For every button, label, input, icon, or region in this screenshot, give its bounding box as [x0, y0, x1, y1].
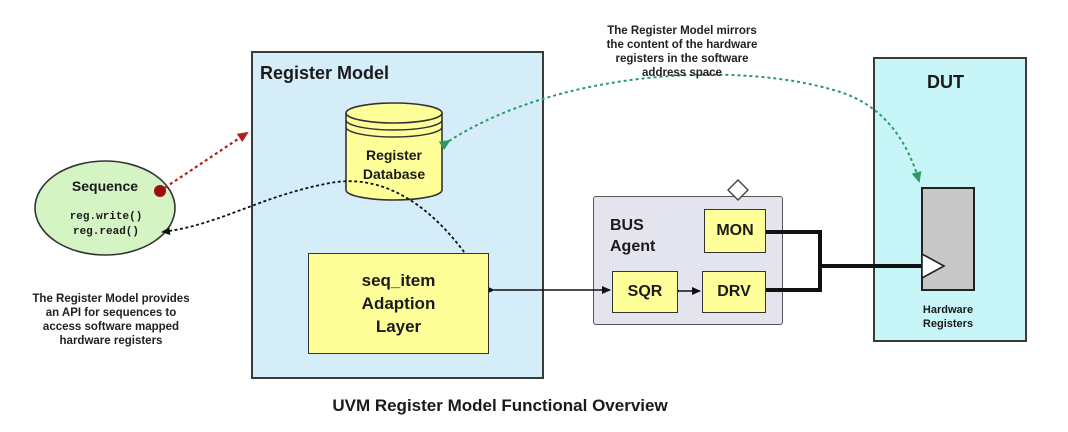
sequence-ellipse — [34, 160, 176, 256]
red-api-arrow — [159, 131, 249, 192]
hardware-registers-block — [921, 187, 975, 291]
hardware-registers-label-line2: Registers — [922, 318, 974, 330]
bus-agent-title-line2: Agent — [610, 238, 656, 255]
register-database-label-line2: Database — [362, 166, 426, 182]
sqr-box: SQR — [612, 271, 678, 313]
api-note-line4: hardware registers — [59, 335, 163, 347]
adaption-layer-box: seq_item Adaption Layer — [308, 253, 489, 354]
dut-panel: DUT — [873, 57, 1027, 342]
api-note-line1: The Register Model provides — [32, 293, 190, 305]
bus-agent-port-diamond — [727, 179, 749, 201]
bus-agent-title-line1: BUS — [610, 217, 644, 234]
api-note: The Register Model provides an API for s… — [0, 292, 222, 348]
adaption-layer-label-line1: seq_item — [361, 271, 436, 290]
sequence-call-read: reg.read() — [72, 226, 139, 238]
register-database-label-line1: Register — [365, 147, 423, 163]
adaption-layer-label-line3: Layer — [375, 317, 422, 336]
sequence-calls: reg.write() reg.read() — [58, 210, 154, 240]
hardware-registers-label: Hardware Registers — [906, 303, 990, 331]
hardware-registers-label-line1: Hardware — [922, 304, 974, 316]
mirror-note-line2: the content of the hardware — [606, 39, 758, 51]
sequence-return-arrow — [161, 180, 489, 290]
mirror-note-line3: registers in the software — [615, 53, 749, 65]
mirror-note: The Register Model mirrors the content o… — [572, 24, 792, 80]
adaption-layer-label-line2: Adaption — [361, 294, 436, 313]
register-database-label: Register Database — [346, 146, 442, 184]
mirror-note-line4: address space — [642, 67, 722, 79]
dut-title: DUT — [927, 72, 964, 92]
register-model-title: Register Model — [260, 63, 390, 83]
api-note-line2: an API for sequences to — [45, 307, 177, 319]
sequence-title: Sequence — [71, 178, 139, 194]
sequence-call-write: reg.write() — [69, 211, 143, 223]
interface-bus-wires — [765, 230, 922, 292]
api-note-line3: access software mapped — [42, 321, 180, 333]
register-database-cylinder — [345, 102, 443, 201]
mon-box: MON — [704, 209, 766, 253]
drv-box: DRV — [702, 271, 766, 313]
bus-agent-title: BUS Agent — [610, 215, 655, 257]
diagram-caption: UVM Register Model Functional Overview — [332, 396, 668, 415]
mirror-arrow — [438, 73, 922, 183]
mirror-note-line1: The Register Model mirrors — [607, 25, 757, 37]
red-arrow-origin-dot — [154, 185, 166, 197]
